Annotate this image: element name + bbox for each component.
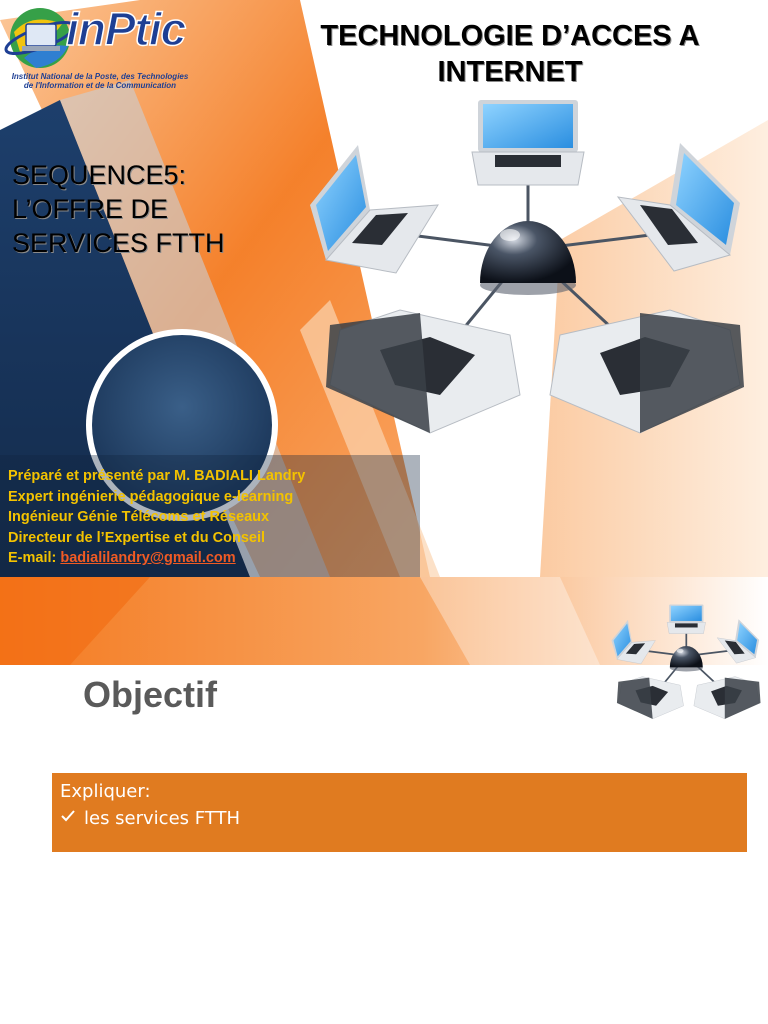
presenter-line: Directeur de l’Expertise et du Conseil: [8, 529, 266, 546]
laptop-icon: [616, 143, 740, 272]
objective-item-text: les services FTTH: [84, 808, 240, 829]
laptop-network-illustration: [611, 604, 761, 720]
presenter-line: Préparé et présenté par M. BADIALI Landr…: [8, 468, 306, 484]
check-icon: [60, 805, 78, 833]
presenter-line: Ingénieur Génie Télécoms et Réseaux: [8, 509, 270, 525]
inptic-logo: inPtic Institut National de la Poste, de…: [0, 0, 200, 92]
title-slide: inPtic Institut National de la Poste, de…: [0, 0, 768, 577]
slide-title: Objectif: [83, 674, 218, 715]
objective-slide: Objectif: [0, 577, 768, 1024]
laptop-icon: [326, 309, 521, 434]
email-link[interactable]: badialilandry@gmail.com: [60, 550, 236, 566]
presentation-title: TECHNOLOGIE D’ACCES A INTERNET: [262, 18, 758, 90]
sequence-title: SEQUENCE5: L’OFFRE DE SERVICES FTTH: [12, 160, 225, 258]
presenter-line: Expert ingénierie pédagogique e-learning: [8, 488, 294, 505]
laptop-icon: [549, 309, 744, 434]
objective-item: les services FTTH: [60, 805, 739, 833]
objective-box: Expliquer: les services FTTH: [52, 773, 747, 852]
laptop-network-illustration: [310, 100, 744, 434]
logo-subtitle: Institut National de la Poste, des Techn…: [11, 72, 189, 90]
network-hub-icon: [480, 221, 576, 295]
objective-intro: Expliquer:: [60, 781, 151, 802]
logo-wordmark: inPtic: [65, 2, 187, 56]
title-line-2: INTERNET: [437, 56, 583, 88]
laptop-icon: [471, 100, 585, 186]
presenter-info: Préparé et présenté par M. BADIALI Landr…: [8, 466, 428, 569]
globe-icon: [4, 8, 76, 68]
email-line: E-mail: badialilandry@gmail.com: [8, 550, 236, 566]
title-line-1: TECHNOLOGIE D’ACCES A: [320, 20, 700, 52]
laptop-icon: [310, 145, 439, 274]
